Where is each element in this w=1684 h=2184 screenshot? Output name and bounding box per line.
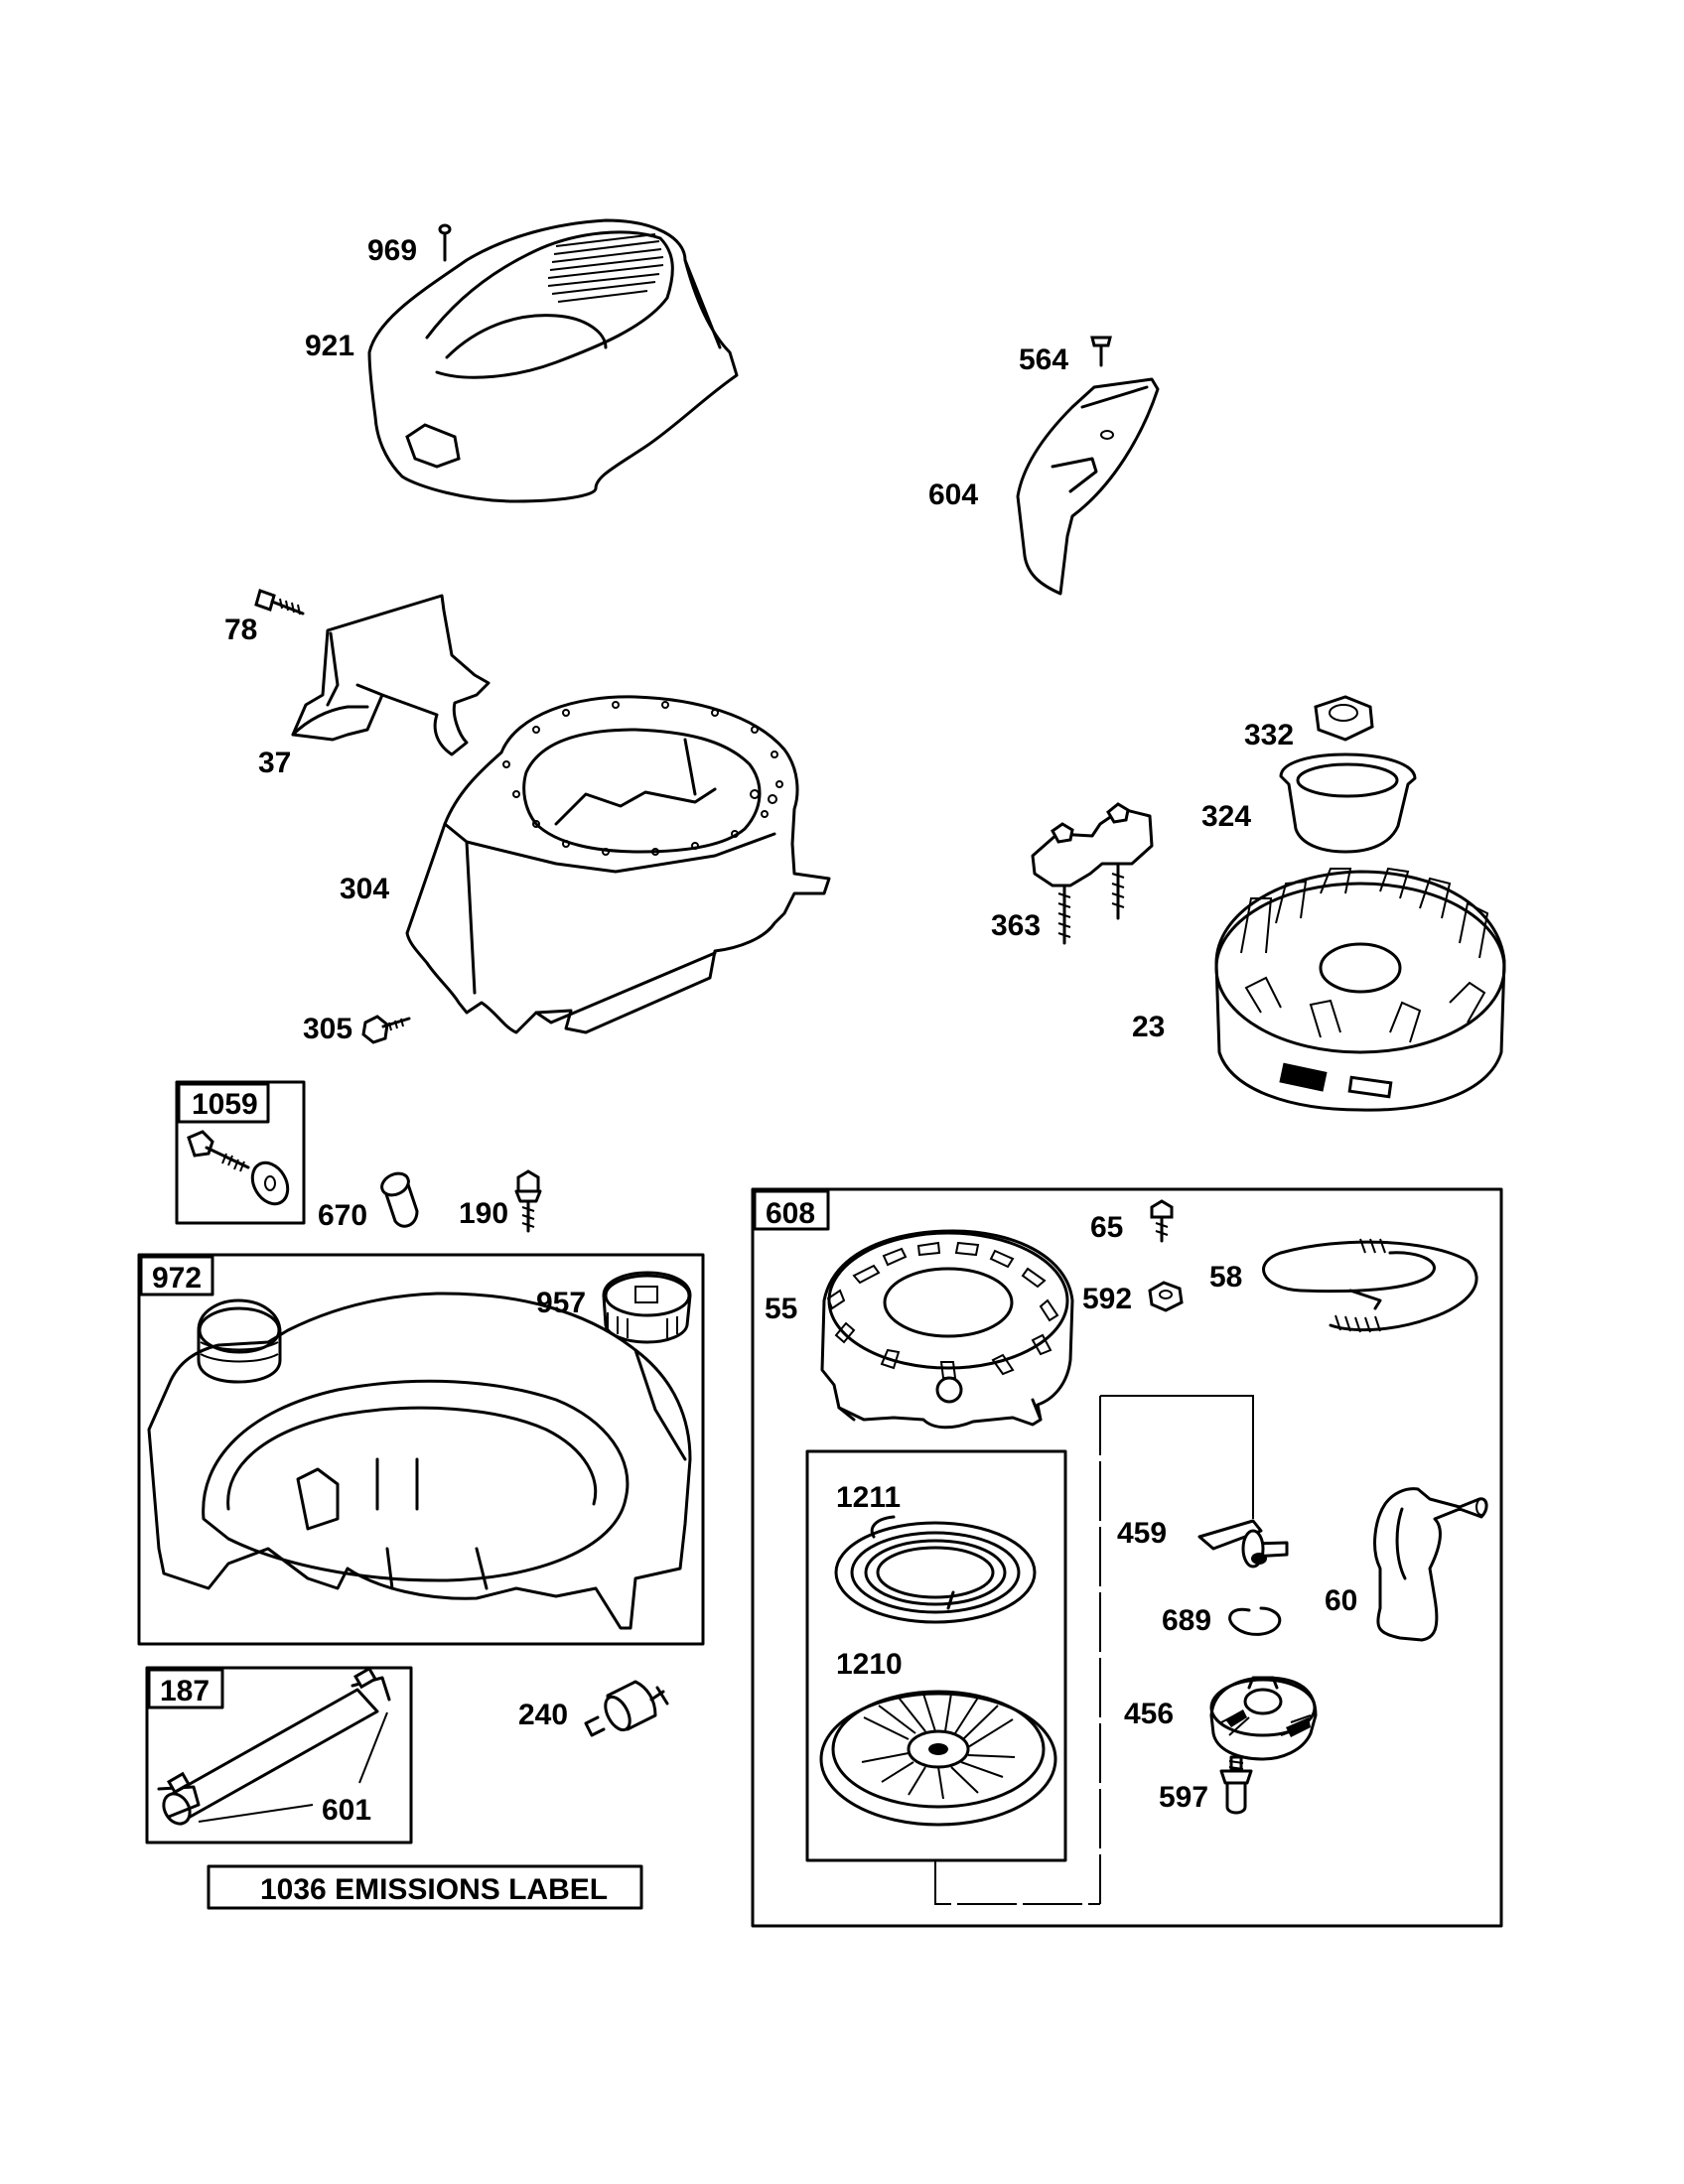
box-187-tab: [147, 1668, 224, 1709]
part-240-fuel-filter: [584, 1680, 669, 1737]
part-190-stud: [514, 1169, 542, 1233]
part-324-cup: [1279, 752, 1417, 854]
label-564: 564: [1019, 343, 1068, 376]
box-608-tab: [753, 1189, 830, 1231]
part-60-handle: [1373, 1487, 1488, 1642]
part-78-screw: [254, 589, 305, 615]
part-957-fuel-cap: [602, 1271, 692, 1344]
label-608: 608: [766, 1197, 815, 1230]
part-187-fuel-line: [157, 1666, 391, 1826]
label-601: 601: [322, 1794, 371, 1827]
part-1211-spring: [834, 1515, 1037, 1624]
label-240: 240: [518, 1699, 568, 1731]
label-604: 604: [928, 478, 978, 511]
label-972: 972: [152, 1262, 202, 1295]
label-459: 459: [1117, 1517, 1167, 1550]
part-969-screw: [438, 223, 452, 262]
box-1059: [175, 1080, 306, 1225]
emissions-label-box: [207, 1864, 643, 1910]
part-304-blower-housing: [405, 695, 831, 1034]
label-1036-emissions: 1036 EMISSIONS LABEL: [260, 1873, 608, 1906]
label-1059: 1059: [192, 1088, 258, 1121]
label-23: 23: [1132, 1011, 1165, 1043]
label-592: 592: [1082, 1283, 1132, 1315]
box-1059-tab: [177, 1082, 270, 1124]
label-597: 597: [1159, 1781, 1208, 1814]
part-363-bracket: [1031, 802, 1154, 945]
part-65-screw: [1150, 1199, 1174, 1243]
part-1210-pulley: [819, 1690, 1057, 1827]
part-456-ratchet: [1209, 1676, 1318, 1761]
part-597-screw: [1219, 1755, 1253, 1815]
label-324: 324: [1201, 800, 1251, 833]
label-37: 37: [258, 747, 291, 779]
label-55: 55: [765, 1293, 797, 1325]
part-23-flywheel: [1214, 867, 1506, 1112]
label-78: 78: [224, 614, 257, 646]
box-187: [145, 1666, 413, 1844]
part-670-spacer: [380, 1171, 419, 1228]
leader-lines-601: [198, 1711, 388, 1823]
label-304: 304: [340, 873, 389, 905]
label-332: 332: [1244, 719, 1294, 751]
part-58-rope: [1262, 1238, 1478, 1333]
part-1059-bolt-washer: [187, 1130, 290, 1206]
label-957: 957: [536, 1287, 586, 1319]
connector-lines: [934, 1395, 1254, 1905]
label-58: 58: [1209, 1261, 1242, 1294]
part-55-starter-housing: [820, 1229, 1074, 1430]
part-37-baffle: [291, 594, 491, 756]
part-459-dog: [1197, 1519, 1289, 1569]
label-187: 187: [160, 1675, 210, 1707]
part-921-blower-cover: [367, 218, 739, 503]
part-332-nut: [1314, 695, 1374, 742]
part-592-nut: [1148, 1281, 1184, 1312]
box-972-tab: [139, 1255, 214, 1297]
part-689-ring: [1228, 1606, 1282, 1636]
label-689: 689: [1162, 1604, 1211, 1637]
label-305: 305: [303, 1013, 352, 1045]
part-564-screw: [1090, 336, 1112, 367]
label-1211: 1211: [836, 1481, 901, 1514]
label-363: 363: [991, 909, 1041, 942]
label-670: 670: [318, 1199, 367, 1232]
part-604-guard: [1016, 377, 1160, 596]
label-456: 456: [1124, 1698, 1174, 1730]
box-608: [751, 1187, 1503, 1928]
label-60: 60: [1325, 1584, 1357, 1617]
part-305-screw: [361, 1015, 411, 1044]
label-65: 65: [1090, 1211, 1123, 1244]
label-1210: 1210: [836, 1648, 903, 1681]
label-190: 190: [459, 1197, 508, 1230]
box-972: [137, 1253, 705, 1646]
label-969: 969: [367, 234, 417, 267]
label-921: 921: [305, 330, 354, 362]
part-972-fuel-tank: [147, 1292, 692, 1630]
